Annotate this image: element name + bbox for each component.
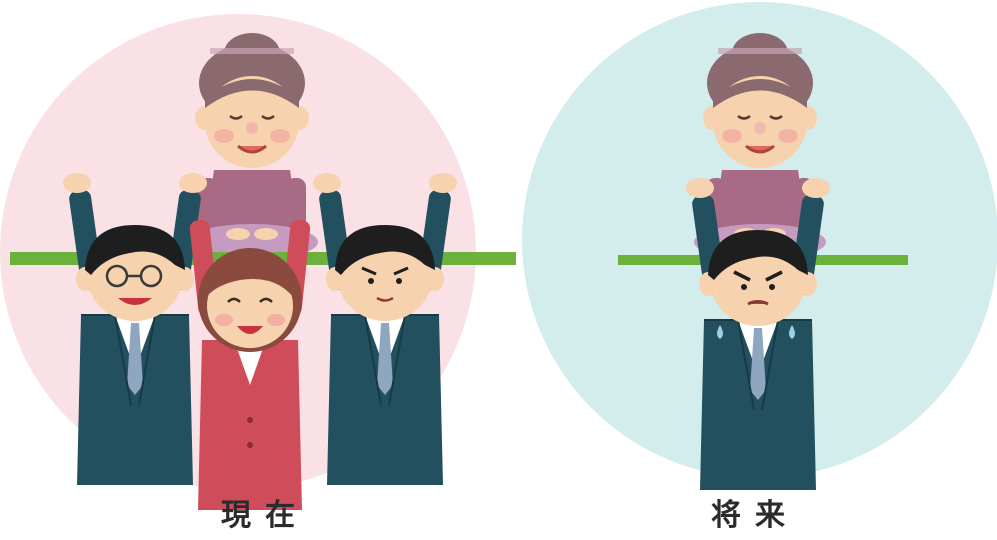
caption-future: 将来 bbox=[711, 498, 799, 533]
supporter-man-determined bbox=[312, 172, 458, 486]
panel-present bbox=[0, 14, 516, 512]
caption-present: 現在 bbox=[221, 498, 309, 533]
supporter-woman bbox=[187, 217, 313, 512]
supporter-man-glasses bbox=[62, 172, 208, 486]
supporter-man-struggling bbox=[685, 177, 831, 491]
panel-future bbox=[522, 2, 997, 491]
